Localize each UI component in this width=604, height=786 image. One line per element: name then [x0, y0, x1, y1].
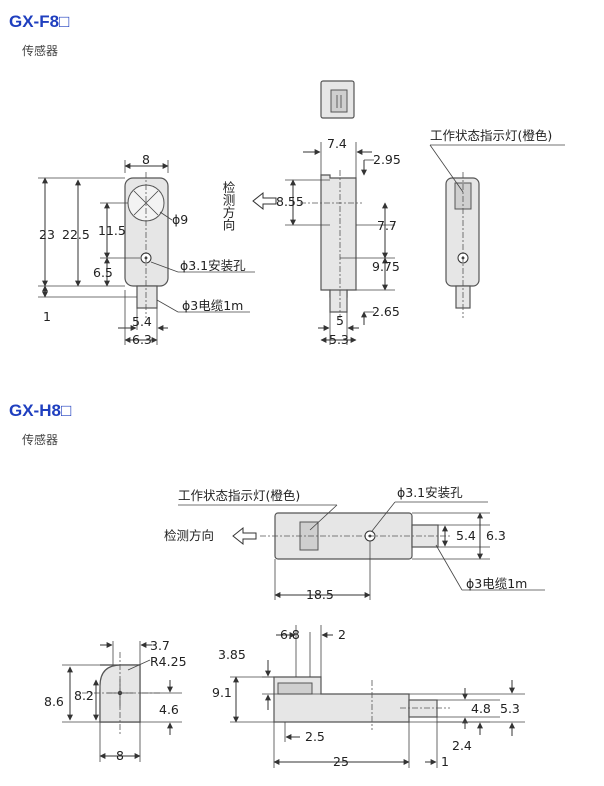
- h8-side-e: 4.8: [471, 701, 491, 716]
- h8-side-b: 2: [338, 627, 346, 642]
- model-title-h8: GX-H8□: [9, 401, 72, 420]
- subtitle-f8: 传感器: [22, 44, 59, 58]
- h8-side-len: 25: [333, 754, 349, 769]
- h8-side-f: 5.3: [500, 701, 520, 716]
- f8-cable-label: ϕ3电缆1m: [182, 298, 243, 313]
- h8-end-radius: R4.25: [150, 654, 187, 669]
- f8-w1: 5.4: [132, 314, 152, 329]
- f8-side-w1: 5: [336, 313, 344, 328]
- f8-width-label: 8: [142, 152, 150, 167]
- h8-side-a: 6.8: [280, 627, 300, 642]
- h8-side-d: 9.1: [212, 685, 232, 700]
- f8-front-view: 8 23 22.5 11.5 6.5 1 ϕ9 ϕ3.1安装孔 ϕ3电缆1m 5…: [38, 152, 255, 347]
- h8-end-r: 3.7: [150, 638, 170, 653]
- f8-side-view: 7.4 2.95 检测方向 8.55 7.7 9.75 2.65 5 5.3: [221, 80, 401, 347]
- f8-side-d3: 9.75: [372, 259, 400, 274]
- f8-indicator-label: 工作状态指示灯(橙色): [430, 128, 552, 143]
- h8-end-h2: 8.2: [74, 688, 94, 703]
- h8-side-view: 6.8 2 3.85 9.1 4.8 5.3 2.5 2.4 25 1: [212, 625, 525, 769]
- h8-cable-label: ϕ3电缆1m: [466, 576, 527, 591]
- h8-side-t: 1: [441, 754, 449, 769]
- h8-end-w: 8: [116, 748, 124, 763]
- h8-hole-label: ϕ3.1安装孔: [397, 485, 463, 500]
- h8-top-view: 工作状态指示灯(橙色) ϕ3.1安装孔 检测方向 5.4 6.3 18.5 ϕ3…: [164, 485, 545, 602]
- h8-detect-label: 检测方向: [164, 528, 214, 543]
- f8-h-low: 6.5: [93, 265, 113, 280]
- model-title-f8: GX-F8□: [9, 12, 70, 31]
- f8-h-total: 23: [39, 227, 55, 242]
- h8-top-len: 18.5: [306, 587, 334, 602]
- f8-back-view: 工作状态指示灯(橙色): [429, 128, 565, 318]
- f8-side-d4: 2.65: [372, 304, 400, 319]
- h8-end-view: 3.7 R4.25 8.6 8.2 4.6 8: [44, 638, 187, 763]
- f8-side-w2: 5.3: [329, 332, 349, 347]
- h8-side-g: 2.5: [305, 729, 325, 744]
- f8-h-mid: 11.5: [98, 223, 126, 238]
- h8-side-c: 3.85: [218, 647, 246, 662]
- f8-tail: 1: [43, 309, 51, 324]
- h8-top-d2: 6.3: [486, 528, 506, 543]
- subtitle-h8: 传感器: [22, 433, 59, 447]
- f8-side-detect: 检测方向: [221, 180, 236, 231]
- f8-h-body: 22.5: [62, 227, 90, 242]
- f8-side-top: 7.4: [327, 136, 347, 151]
- h8-indicator-label: 工作状态指示灯(橙色): [178, 488, 300, 503]
- h8-end-h3: 4.6: [159, 702, 179, 717]
- f8-hole-label: ϕ3.1安装孔: [180, 258, 246, 273]
- f8-dia-label: ϕ9: [172, 212, 188, 227]
- f8-side-off: 2.95: [373, 152, 401, 167]
- f8-side-d2: 7.7: [377, 218, 397, 233]
- h8-end-h1: 8.6: [44, 694, 64, 709]
- h8-top-d1: 5.4: [456, 528, 476, 543]
- f8-w2: 6.3: [132, 332, 152, 347]
- h8-side-h: 2.4: [452, 738, 472, 753]
- f8-side-d1: 8.55: [276, 194, 304, 209]
